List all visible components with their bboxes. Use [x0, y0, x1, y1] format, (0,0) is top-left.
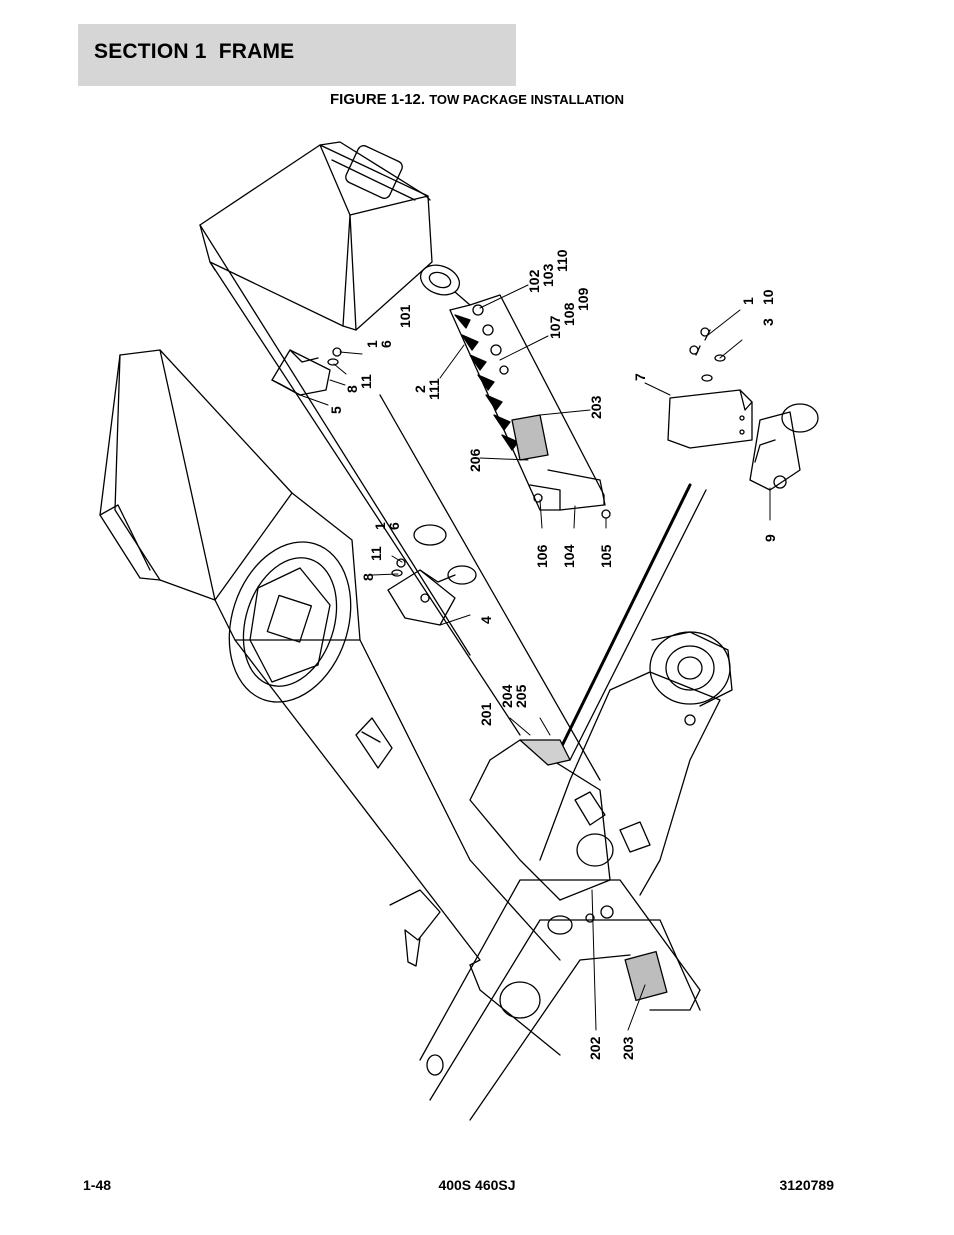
- callout-102: 102: [526, 269, 542, 293]
- callout-5: 5: [328, 406, 344, 414]
- callout-8: 8: [344, 385, 360, 393]
- callout-8: 8: [360, 573, 376, 581]
- callout-4: 4: [478, 616, 494, 624]
- callout-204: 204: [499, 684, 515, 708]
- valve-assembly: [667, 327, 819, 491]
- callout-203: 203: [588, 395, 604, 419]
- break-lines: [379, 394, 707, 781]
- axle-assembly: [419, 631, 733, 1121]
- callout-107: 107: [547, 315, 563, 339]
- callout-101: 101: [397, 304, 413, 328]
- callout-1: 1: [364, 340, 380, 348]
- bracket-4: [387, 524, 477, 626]
- callout-1: 1: [372, 522, 388, 530]
- callout-6: 6: [378, 340, 394, 348]
- page-number: 1-48: [83, 1177, 112, 1193]
- section-header-band: [78, 24, 516, 86]
- callout-202: 202: [587, 1036, 603, 1060]
- hardware-stack-lower: [391, 558, 406, 577]
- callout-205: 205: [513, 684, 529, 708]
- callout-203: 203: [620, 1036, 636, 1060]
- callout-2: 2: [412, 385, 428, 393]
- callout-1: 1: [740, 297, 756, 305]
- callout-7: 7: [632, 373, 648, 381]
- callout-111: 111: [426, 378, 442, 400]
- callout-10: 10: [760, 289, 776, 305]
- callout-206: 206: [467, 448, 483, 472]
- callout-108: 108: [561, 302, 577, 326]
- figure-caption: FIGURE 1-12. TOW PACKAGE INSTALLATION: [0, 91, 954, 108]
- callout-110: 110: [554, 249, 570, 272]
- callout-105: 105: [598, 544, 614, 568]
- hardware-stack-upper: [327, 347, 342, 366]
- figure-title: TOW PACKAGE INSTALLATION: [429, 92, 624, 107]
- leader-lines: [299, 284, 771, 1031]
- callout-3: 3: [760, 318, 776, 326]
- callout-201: 201: [478, 702, 494, 726]
- callout-103: 103: [540, 263, 556, 287]
- callout-11: 11: [358, 374, 374, 389]
- callout-106: 106: [534, 544, 550, 568]
- model-label: 400S 460SJ: [438, 1177, 516, 1193]
- callout-109: 109: [575, 287, 591, 311]
- document-number: 3120789: [779, 1177, 834, 1193]
- figure-label: FIGURE 1-12.: [330, 91, 426, 108]
- callout-9: 9: [762, 534, 778, 542]
- main-frame: [99, 141, 561, 1056]
- callouts: 1 6 11 8 5 1 6 11 8 4 101 102 103 110 10…: [328, 249, 778, 1060]
- tow-bar: [419, 264, 611, 519]
- section-title: SECTION 1 FRAME: [94, 40, 295, 63]
- bracket-5: [271, 349, 331, 396]
- callout-6: 6: [386, 522, 402, 530]
- callout-104: 104: [561, 544, 577, 568]
- callout-11: 11: [368, 546, 384, 561]
